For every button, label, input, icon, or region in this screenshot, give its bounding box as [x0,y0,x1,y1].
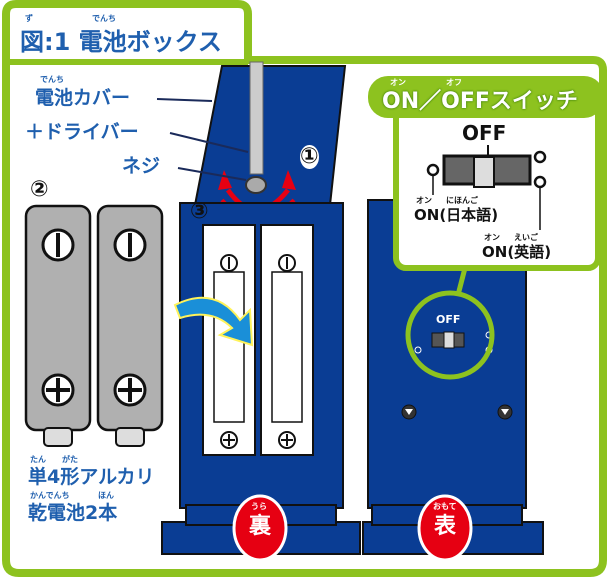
switch-off-label: OFF [462,121,507,145]
title-ruby-zu: ず [25,14,33,23]
front-badge-label: 表 [434,514,457,539]
switch-title-on-ruby: オン [390,78,406,87]
device-off-label: OFF [436,313,461,326]
batteries-line2-ruby1: かんでんち [30,491,70,500]
batteries-label-line1: 単4形アルカリ [28,466,155,488]
batteries-label-line2: 乾電池2本 [28,502,118,524]
back-badge-ruby: うら [251,502,267,511]
switch-on-english-ruby: オン [484,233,500,242]
insert-arrow [173,296,254,347]
device-back [161,202,361,562]
zoom-circle [405,290,495,380]
label-screw: ネジ [122,155,161,177]
label-battery-cover: 電池カバー [35,87,131,109]
batteries-line1-ruby2: がた [62,455,78,464]
step-1-marker: ① [300,144,319,169]
switch-japanese-ruby: にほんご [446,196,478,205]
battery-1 [24,204,92,447]
batteries-line2-ruby2: ほん [98,491,114,500]
front-badge [417,494,473,562]
switch-on-japanese-label: ON(日本語) [414,206,499,224]
switch-on-japanese-ruby: オン [416,196,432,205]
back-badge-label: 裏 [249,514,272,539]
label-screwdriver: ＋ドライバー [25,121,139,143]
label-battery-cover-ruby: でんち [40,75,64,84]
batteries-line1-ruby1: たん [30,455,46,464]
step-3-marker: ③ [190,199,209,224]
switch-english-ruby: えいご [514,233,538,242]
battery-cover [193,65,347,206]
screw-icon [245,176,267,194]
switch-on-english-label: ON(英語) [482,243,552,261]
battery-2 [96,204,164,447]
title-ruby-denchi: でんち [92,14,116,23]
back-badge [232,494,288,562]
switch-title-off-ruby: オフ [446,78,462,87]
screwdriver-shaft [249,61,264,175]
front-badge-ruby: おもて [433,502,457,511]
step-2-marker: ② [30,177,49,202]
diagram-title: 図:1 電池ボックス [20,28,222,56]
switch-callout-title: ON／OFFスイッチ [382,89,578,114]
